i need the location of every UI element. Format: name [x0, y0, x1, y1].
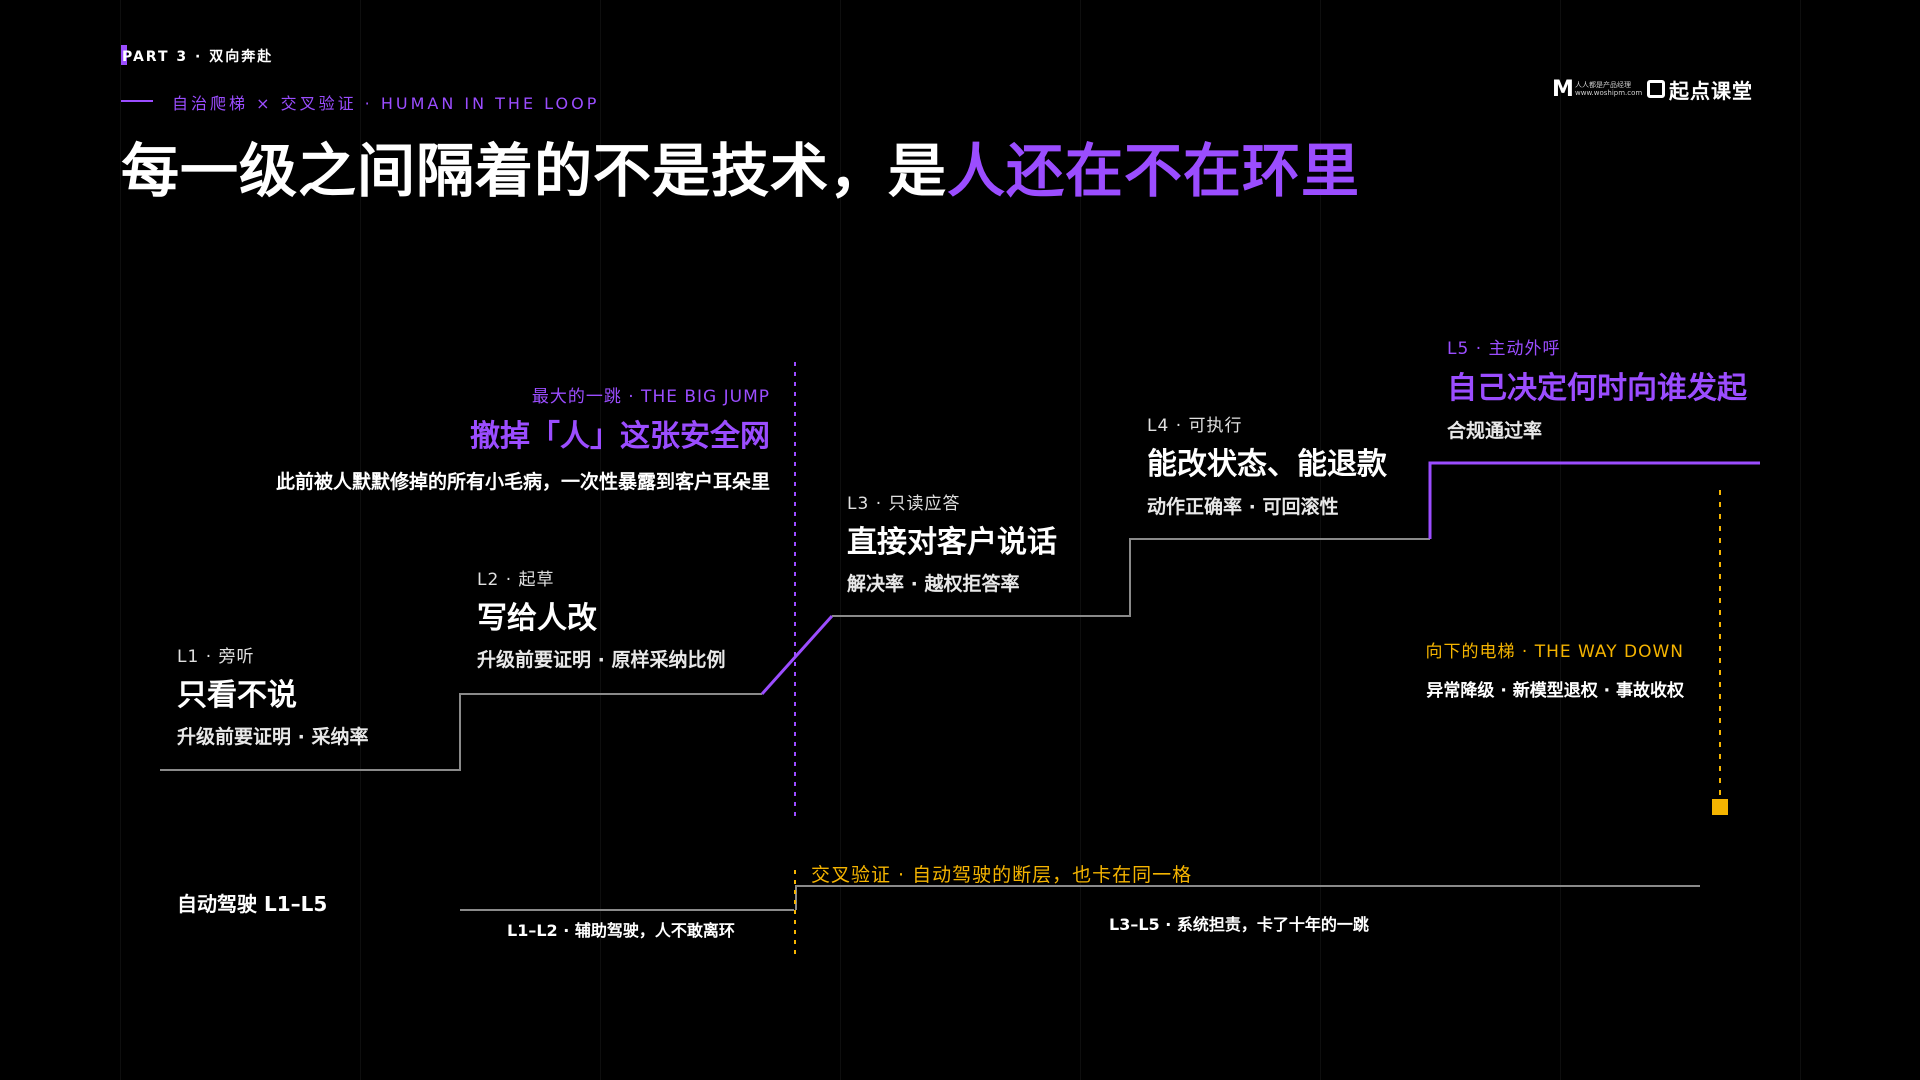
- level-3-metric: 解决率 · 越权拒答率: [847, 573, 1020, 595]
- level-2-label: L2 · 起草: [477, 570, 555, 590]
- autodrive-left-caption: L1–L2 · 辅助驾驶，人不敢离环: [507, 921, 735, 940]
- grid-line: [120, 0, 121, 1080]
- level-5-label: L5 · 主动外呼: [1447, 339, 1561, 359]
- autodrive-right-caption: L3–L5 · 系统担责，卡了十年的一跳: [1109, 915, 1369, 934]
- grid-line: [840, 0, 841, 1080]
- title-main: 每一级之间隔着的不是技术，是: [121, 137, 948, 205]
- brand-logo: M 人人都是产品经理 www.woshipm.com 起点课堂: [1552, 76, 1753, 103]
- stair-line-l5: [1428, 461, 1760, 539]
- subtitle-dash: [121, 100, 153, 102]
- logo-small-text: 人人都是产品经理 www.woshipm.com: [1575, 81, 1643, 97]
- big-jump-label: 最大的一跳 · THE BIG JUMP: [531, 387, 770, 407]
- level-5-title: 自己决定何时向谁发起: [1447, 371, 1747, 406]
- autodrive-line-right: [795, 885, 1700, 910]
- part-marker: [121, 45, 127, 65]
- level-5-metric: 合规通过率: [1447, 420, 1543, 442]
- way-down-marker: [1712, 799, 1728, 815]
- way-down-desc: 异常降级 · 新模型退权 · 事故收权: [1426, 681, 1684, 701]
- title-accent: 人还在不在环里: [947, 137, 1361, 205]
- level-4-label: L4 · 可执行: [1147, 416, 1243, 436]
- page-title: 每一级之间隔着的不是技术，是人还在不在环里: [121, 124, 1360, 208]
- part-label: PART 3 · 双向奔赴: [122, 49, 274, 65]
- autodrive-cross-check: 交叉验证 · 自动驾驶的断层，也卡在同一格: [811, 864, 1193, 886]
- level-1-title: 只看不说: [177, 678, 297, 713]
- level-2-title: 写给人改: [477, 601, 597, 636]
- logo-brand: 起点课堂: [1669, 78, 1753, 103]
- logo-small-line2: www.woshipm.com: [1575, 89, 1643, 97]
- grid-line: [600, 0, 601, 1080]
- level-1-label: L1 · 旁听: [177, 647, 255, 667]
- way-down-label: 向下的电梯 · THE WAY DOWN: [1425, 642, 1684, 662]
- level-1-metric: 升级前要证明 · 采纳率: [177, 726, 369, 748]
- stair-line-grey-upper: [832, 538, 1430, 617]
- grid-line: [1080, 0, 1081, 1080]
- qidian-logo-icon: [1647, 80, 1665, 98]
- level-3-title: 直接对客户说话: [847, 525, 1057, 560]
- subtitle: 自治爬梯 × 交叉验证 · HUMAN IN THE LOOP: [172, 94, 600, 113]
- grid-line: [1800, 0, 1801, 1080]
- level-4-title: 能改状态、能退款: [1147, 447, 1387, 482]
- big-jump-desc: 此前被人默默修掉的所有小毛病，一次性暴露到客户耳朵里: [275, 471, 770, 493]
- grid-line: [1560, 0, 1561, 1080]
- logo-small-line1: 人人都是产品经理: [1575, 81, 1631, 89]
- level-3-label: L3 · 只读应答: [847, 494, 961, 514]
- big-jump-riser: [760, 614, 834, 696]
- level-2-metric: 升级前要证明 · 原样采纳比例: [477, 649, 726, 671]
- big-jump-title: 撤掉「人」这张安全网: [470, 419, 770, 454]
- grid-line: [360, 0, 361, 1080]
- woshipm-logo-mark: M: [1552, 76, 1574, 102]
- autodrive-label: 自动驾驶 L1–L5: [177, 892, 328, 916]
- level-4-metric: 动作正确率 · 可回滚性: [1147, 496, 1339, 518]
- stair-line-grey: [160, 693, 762, 771]
